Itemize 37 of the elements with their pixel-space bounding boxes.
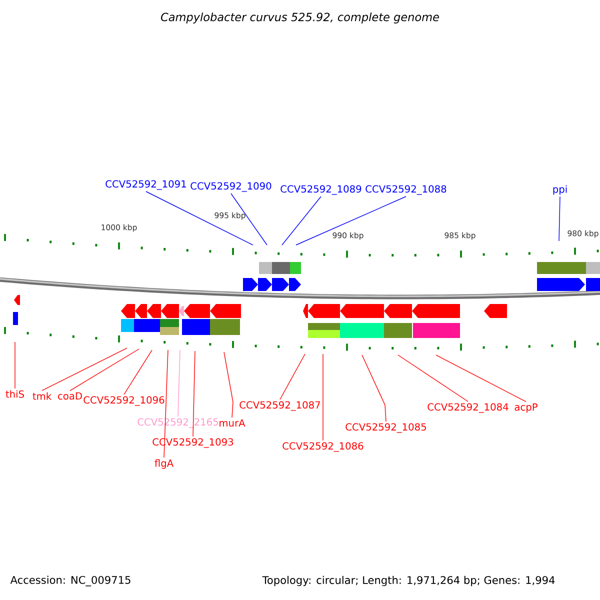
gene-label: coaD [58, 392, 82, 400]
gene-label: CCV52592_1091 [106, 180, 186, 190]
leader-line [146, 191, 254, 246]
leader-line [70, 348, 140, 392]
leader-line [192, 350, 196, 437]
leader-line [436, 354, 526, 402]
gene-label: CCV52592_1090 [190, 182, 272, 192]
gene-label: ppi [553, 185, 567, 195]
gene-label: acpP [514, 403, 538, 413]
leader-line [362, 354, 386, 422]
leader-line [230, 193, 268, 246]
leader-line [322, 354, 324, 441]
leader-line [224, 352, 234, 418]
gene-label: CCV52592_1085 [346, 423, 426, 433]
leader-line [14, 342, 16, 389]
leader-line [282, 196, 322, 246]
leader-line [398, 354, 468, 402]
gene-label: flgA [154, 459, 174, 469]
gene-label: CCV52592_1087 [240, 401, 320, 411]
gene-label: CCV52592_1086 [282, 442, 364, 452]
leader-line [296, 196, 406, 246]
leader-line [164, 350, 168, 458]
gene-label: CCV52592_1096 [84, 396, 164, 406]
gene-label: tmk [32, 392, 52, 400]
gene-label: CCV52592_1088 [366, 185, 446, 195]
leader-line [178, 350, 180, 417]
leader-line [124, 350, 152, 395]
gene-label: CCV52592_1084 [428, 403, 508, 413]
gene-label: thiS [6, 390, 24, 398]
footer-text: Accession: NC_009715 [10, 576, 130, 586]
gene-label: murA [220, 419, 246, 427]
leader-line [42, 348, 128, 391]
footer-text: Topology: circular; Length: 1,971,264 bp; Genes: 1,994 [262, 576, 555, 586]
gene-label: CCV52592_1089 [280, 185, 362, 195]
leader-line [558, 196, 560, 242]
leader-line [280, 354, 306, 400]
title: Campylobacter curvus 525.92, complete genome [161, 12, 439, 24]
